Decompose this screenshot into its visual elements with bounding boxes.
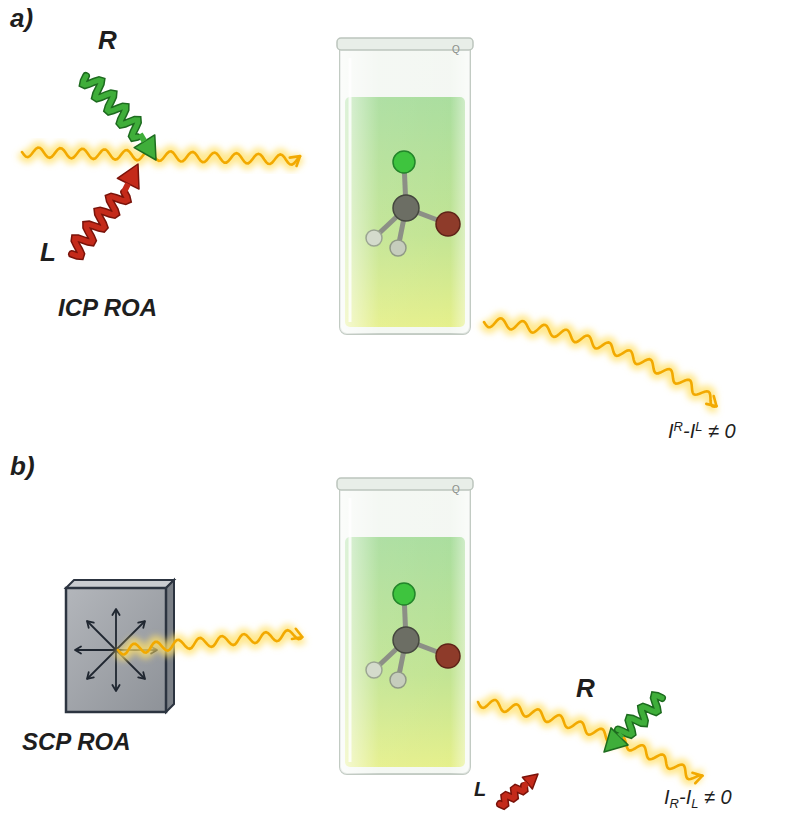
- helix-arrowhead: [134, 135, 156, 160]
- atom: [390, 240, 406, 256]
- cuvette: [337, 478, 473, 774]
- polarization-vector: [115, 609, 117, 650]
- polarization-vector: [87, 621, 116, 650]
- polarization-label: L: [474, 778, 486, 801]
- helix-ribbon: [618, 695, 662, 734]
- helix-outline: [83, 76, 138, 138]
- arrow-head: [706, 396, 716, 406]
- atom: [393, 151, 415, 173]
- cuvette-glass: [340, 482, 470, 774]
- arrow-head: [75, 646, 81, 653]
- arrow-head: [112, 609, 119, 615]
- helix-ribbon: [83, 76, 138, 138]
- beam-glow: [484, 318, 717, 406]
- polarization-label: L: [40, 238, 56, 268]
- helix-outline: [72, 192, 128, 256]
- right-circular-helix: [83, 76, 156, 160]
- arrow-head: [87, 621, 94, 628]
- panel-letter: a): [10, 4, 33, 34]
- helix-ribbon: [72, 192, 128, 256]
- glass-reflection: [349, 498, 352, 762]
- atom: [366, 662, 382, 678]
- left-circular-helix: [500, 774, 538, 806]
- carbon-atom: [393, 627, 419, 653]
- left-circular-helix: [72, 164, 139, 256]
- glass-reflection: [349, 58, 352, 322]
- arrow-head: [292, 629, 302, 639]
- cuvette-glass: [340, 42, 470, 334]
- polarization-vector: [87, 650, 116, 679]
- beam-line: [484, 318, 717, 406]
- molecule-model: [366, 583, 460, 688]
- polarization-vector: [75, 649, 116, 651]
- beam-line: [478, 700, 703, 779]
- helix-shaft: [140, 134, 144, 141]
- molecule-model: [366, 151, 460, 256]
- arrow-head: [290, 156, 300, 166]
- helix-shaft: [620, 734, 622, 736]
- beam-glow: [22, 148, 300, 165]
- atom: [436, 644, 460, 668]
- atom: [393, 583, 415, 605]
- arrow-head: [138, 672, 145, 679]
- panel-letter: b): [10, 452, 35, 482]
- helix-ribbon: [500, 786, 524, 806]
- beam-line: [118, 630, 302, 654]
- helix-arrowhead: [522, 774, 538, 789]
- helix-arrowhead: [604, 728, 628, 752]
- cuvette-mark: Q: [452, 484, 460, 496]
- arrow-head: [138, 621, 145, 628]
- helix-outline: [618, 695, 662, 734]
- cuvette-mark: Q: [452, 44, 460, 56]
- method-name: SCP ROA: [22, 728, 130, 756]
- polarization-label: R: [576, 674, 595, 704]
- carbon-atom: [393, 195, 419, 221]
- arrow-head: [87, 672, 94, 679]
- atom: [366, 230, 382, 246]
- scattered-beam: [484, 318, 717, 406]
- scattered-beam: [478, 700, 703, 783]
- cuvette-highlight: [340, 482, 470, 774]
- incident-beam: [118, 629, 302, 655]
- intensity-difference: IR-IL ≠ 0: [664, 786, 732, 812]
- right-circular-helix: [604, 695, 662, 752]
- incident-beam: [22, 148, 300, 166]
- helix-shaft: [524, 783, 527, 786]
- helix-outline: [500, 786, 524, 806]
- polarization-label: R: [98, 26, 117, 56]
- intensity-difference: IR-IL ≠ 0: [668, 420, 736, 443]
- atom: [436, 212, 460, 236]
- beam-glow: [118, 630, 302, 654]
- arrow-head: [692, 773, 702, 783]
- atom: [390, 672, 406, 688]
- cuvette: [337, 38, 473, 334]
- helix-shaft: [124, 184, 128, 192]
- arrow-head: [112, 685, 119, 691]
- beam-glow: [478, 700, 703, 779]
- beam-line: [22, 148, 300, 165]
- method-name: ICP ROA: [58, 294, 157, 322]
- cuvette-highlight: [340, 42, 470, 334]
